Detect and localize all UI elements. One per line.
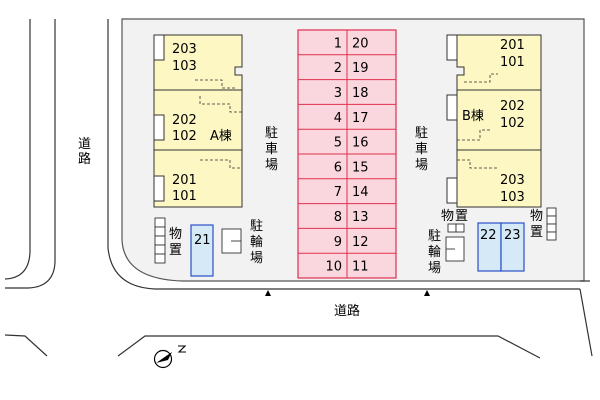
building-a-interior-lines [195, 79, 242, 169]
bicycle-label-left-1: 駐 [250, 219, 263, 234]
parking-space-7: 7 [334, 185, 342, 200]
storage-left [154, 217, 166, 264]
unit-b-103: 103 [500, 190, 525, 205]
covered-parking-23-label: 23 [504, 228, 521, 243]
unit-a-203: 203 [172, 42, 197, 57]
parking-space-19: 19 [352, 61, 369, 76]
building-a-label: A棟 [210, 129, 232, 144]
storage-label-right-center-2: 置 [455, 209, 468, 224]
storage-label-left-1: 物 [169, 227, 182, 242]
unit-b-203: 203 [500, 173, 525, 188]
storage-right [546, 207, 557, 241]
parking-space-2: 2 [334, 61, 342, 76]
bicycle-parking-right [445, 236, 465, 262]
bicycle-label-right-2: 輪 [428, 244, 441, 260]
unit-b-202: 202 [500, 99, 525, 114]
parking-space-12: 12 [352, 235, 369, 250]
unit-b-201: 201 [500, 38, 525, 53]
road-lines [4, 19, 593, 359]
building-b-label: B棟 [462, 109, 484, 124]
bicycle-label-right-3: 場 [428, 261, 441, 276]
road-label-left-1: 道 [78, 137, 91, 152]
parking-space-1: 1 [334, 36, 342, 51]
unit-b-102: 102 [500, 116, 525, 131]
storage-label-left-2: 置 [169, 243, 182, 258]
parking-space-14: 14 [352, 185, 369, 200]
north-arrow-icon [153, 345, 187, 369]
parking-label-right-2: 車 [415, 142, 428, 157]
parking-space-8: 8 [334, 210, 342, 225]
storage-right-center [447, 223, 465, 233]
parking-space-5: 5 [334, 136, 342, 151]
unit-b-101: 101 [500, 55, 525, 70]
parking-label-right-1: 駐 [415, 126, 428, 141]
building-b-interior-lines [457, 73, 498, 169]
covered-parking-21-label: 21 [194, 233, 211, 248]
parking-space-11: 11 [352, 260, 369, 275]
entrance-marker-right [424, 290, 430, 296]
parking-space-3: 3 [334, 86, 342, 101]
unit-a-102: 102 [172, 129, 197, 144]
road-label-bottom: 道路 [334, 303, 360, 319]
storage-label-right-1: 物 [530, 209, 543, 224]
parking-space-9: 9 [334, 235, 342, 250]
storage-label-right-2: 置 [530, 225, 543, 240]
parking-space-13: 13 [352, 210, 369, 225]
unit-a-101: 101 [172, 189, 197, 204]
road-label-left-2: 路 [78, 151, 91, 167]
bicycle-parking-left [221, 228, 242, 254]
parking-label-left-1: 駐 [265, 126, 278, 141]
covered-parking-21 [190, 224, 214, 277]
parking-space-17: 17 [352, 111, 369, 126]
parking-label-left-2: 車 [265, 142, 278, 157]
bicycle-label-left-2: 輪 [250, 234, 263, 250]
unit-a-103: 103 [172, 59, 197, 74]
covered-parking-22-label: 22 [480, 228, 497, 243]
unit-a-201: 201 [172, 173, 197, 188]
unit-a-202: 202 [172, 113, 197, 128]
entrance-marker-left [265, 290, 271, 296]
parking-label-right-3: 場 [415, 158, 428, 173]
parking-space-16: 16 [352, 136, 369, 151]
parking-space-20: 20 [352, 36, 369, 51]
covered-parking-22-23 [477, 222, 525, 272]
car-parking-grid: 1 20 2 19 3 18 4 17 5 16 6 15 7 14 8 13 9 12 10 11 [297, 29, 397, 279]
storage-label-right-center: 物 [441, 209, 454, 224]
parking-label-left-3: 場 [265, 158, 278, 173]
parking-space-15: 15 [352, 160, 369, 175]
parking-space-10: 10 [325, 260, 342, 275]
building-b [446, 34, 542, 208]
bicycle-label-right-1: 駐 [428, 229, 441, 244]
parking-space-18: 18 [352, 86, 369, 101]
parking-space-6: 6 [334, 160, 342, 175]
building-a [153, 34, 243, 208]
bicycle-label-left-3: 場 [250, 251, 263, 266]
parking-space-4: 4 [334, 111, 342, 126]
